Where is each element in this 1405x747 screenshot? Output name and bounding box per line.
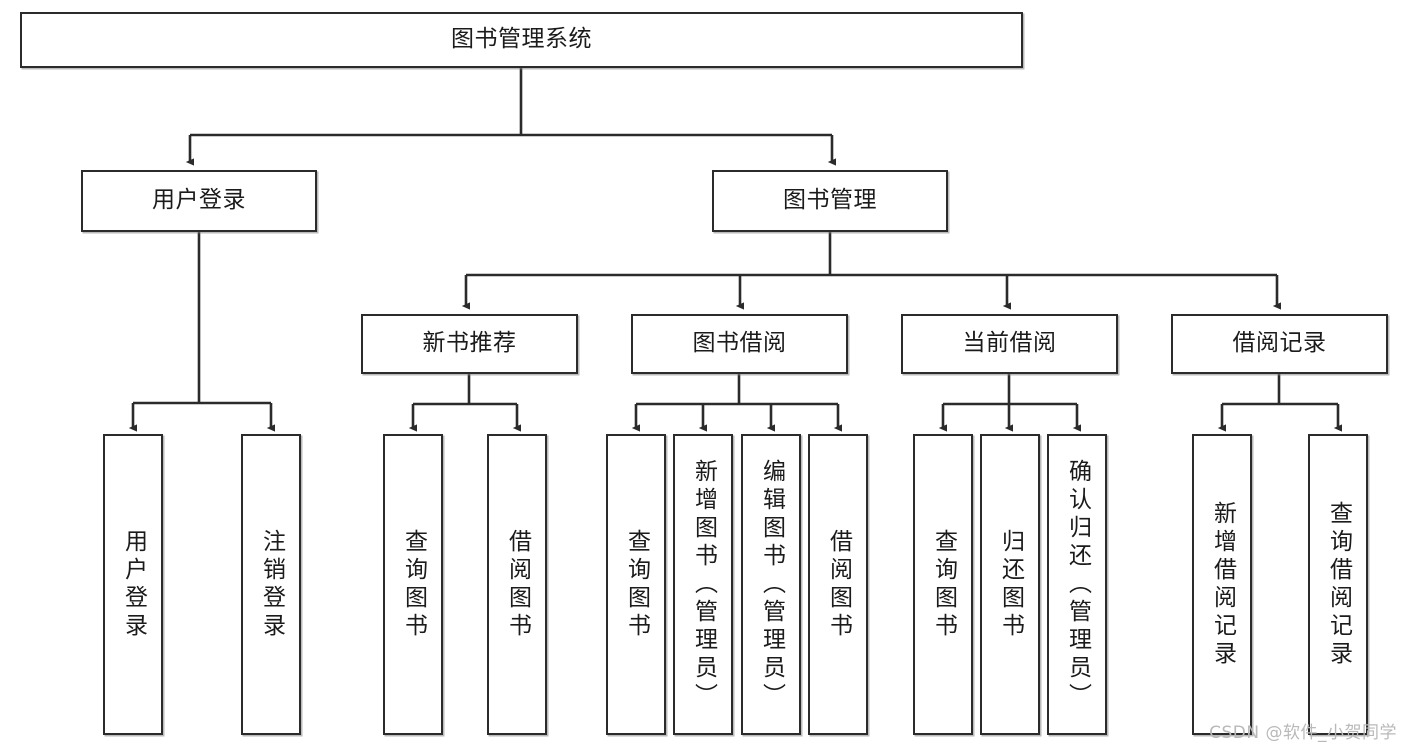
node-leaf-edit-book[interactable]: 编辑图书（管理员）: [741, 434, 801, 735]
node-leaf-borrow-book-2[interactable]: 借阅图书: [808, 434, 868, 735]
node-leaf-query-book-2-label: 查询图书: [623, 528, 650, 641]
node-leaf-query-book-1[interactable]: 查询图书: [383, 434, 443, 735]
node-leaf-query-record-label: 查询借阅记录: [1325, 500, 1352, 669]
node-book-borrow-label: 图书借阅: [692, 330, 787, 357]
node-root[interactable]: 图书管理系统: [20, 12, 1023, 68]
node-leaf-borrow-book-1[interactable]: 借阅图书: [487, 434, 547, 735]
node-leaf-borrow-book-1-label: 借阅图书: [504, 528, 531, 641]
node-leaf-confirm-return-label: 确认归还（管理员）: [1064, 458, 1091, 711]
node-leaf-logout[interactable]: 注销登录: [241, 434, 301, 735]
node-leaf-add-record-label: 新增借阅记录: [1209, 500, 1236, 669]
node-leaf-edit-book-label: 编辑图书（管理员）: [758, 458, 785, 711]
node-user-login-label: 用户登录: [152, 187, 246, 214]
node-leaf-add-book-label: 新增图书（管理员）: [690, 458, 717, 711]
node-book-manage[interactable]: 图书管理: [712, 170, 948, 232]
node-leaf-confirm-return[interactable]: 确认归还（管理员）: [1047, 434, 1107, 735]
node-leaf-user-login-label: 用户登录: [120, 528, 147, 641]
node-leaf-return-book[interactable]: 归还图书: [980, 434, 1040, 735]
node-new-book-recommend[interactable]: 新书推荐: [361, 314, 578, 374]
node-leaf-query-book-3-label: 查询图书: [930, 528, 957, 641]
node-leaf-query-book-2[interactable]: 查询图书: [606, 434, 666, 735]
node-current-borrow[interactable]: 当前借阅: [901, 314, 1118, 374]
node-leaf-add-record[interactable]: 新增借阅记录: [1192, 434, 1252, 735]
node-leaf-logout-label: 注销登录: [258, 528, 285, 641]
node-leaf-query-record[interactable]: 查询借阅记录: [1308, 434, 1368, 735]
node-book-borrow[interactable]: 图书借阅: [631, 314, 848, 374]
node-new-book-recommend-label: 新书推荐: [422, 330, 517, 357]
node-user-login[interactable]: 用户登录: [81, 170, 317, 232]
node-leaf-add-book[interactable]: 新增图书（管理员）: [673, 434, 733, 735]
node-borrow-record[interactable]: 借阅记录: [1171, 314, 1388, 374]
node-book-manage-label: 图书管理: [783, 187, 877, 214]
node-current-borrow-label: 当前借阅: [962, 330, 1057, 357]
node-leaf-query-book-1-label: 查询图书: [400, 528, 427, 641]
node-leaf-user-login[interactable]: 用户登录: [103, 434, 163, 735]
node-leaf-borrow-book-2-label: 借阅图书: [825, 528, 852, 641]
node-root-label: 图书管理系统: [451, 26, 592, 53]
node-leaf-return-book-label: 归还图书: [997, 528, 1024, 641]
node-borrow-record-label: 借阅记录: [1232, 330, 1327, 357]
node-leaf-query-book-3[interactable]: 查询图书: [913, 434, 973, 735]
watermark-text: CSDN @软件_小贺同学: [1209, 723, 1397, 743]
